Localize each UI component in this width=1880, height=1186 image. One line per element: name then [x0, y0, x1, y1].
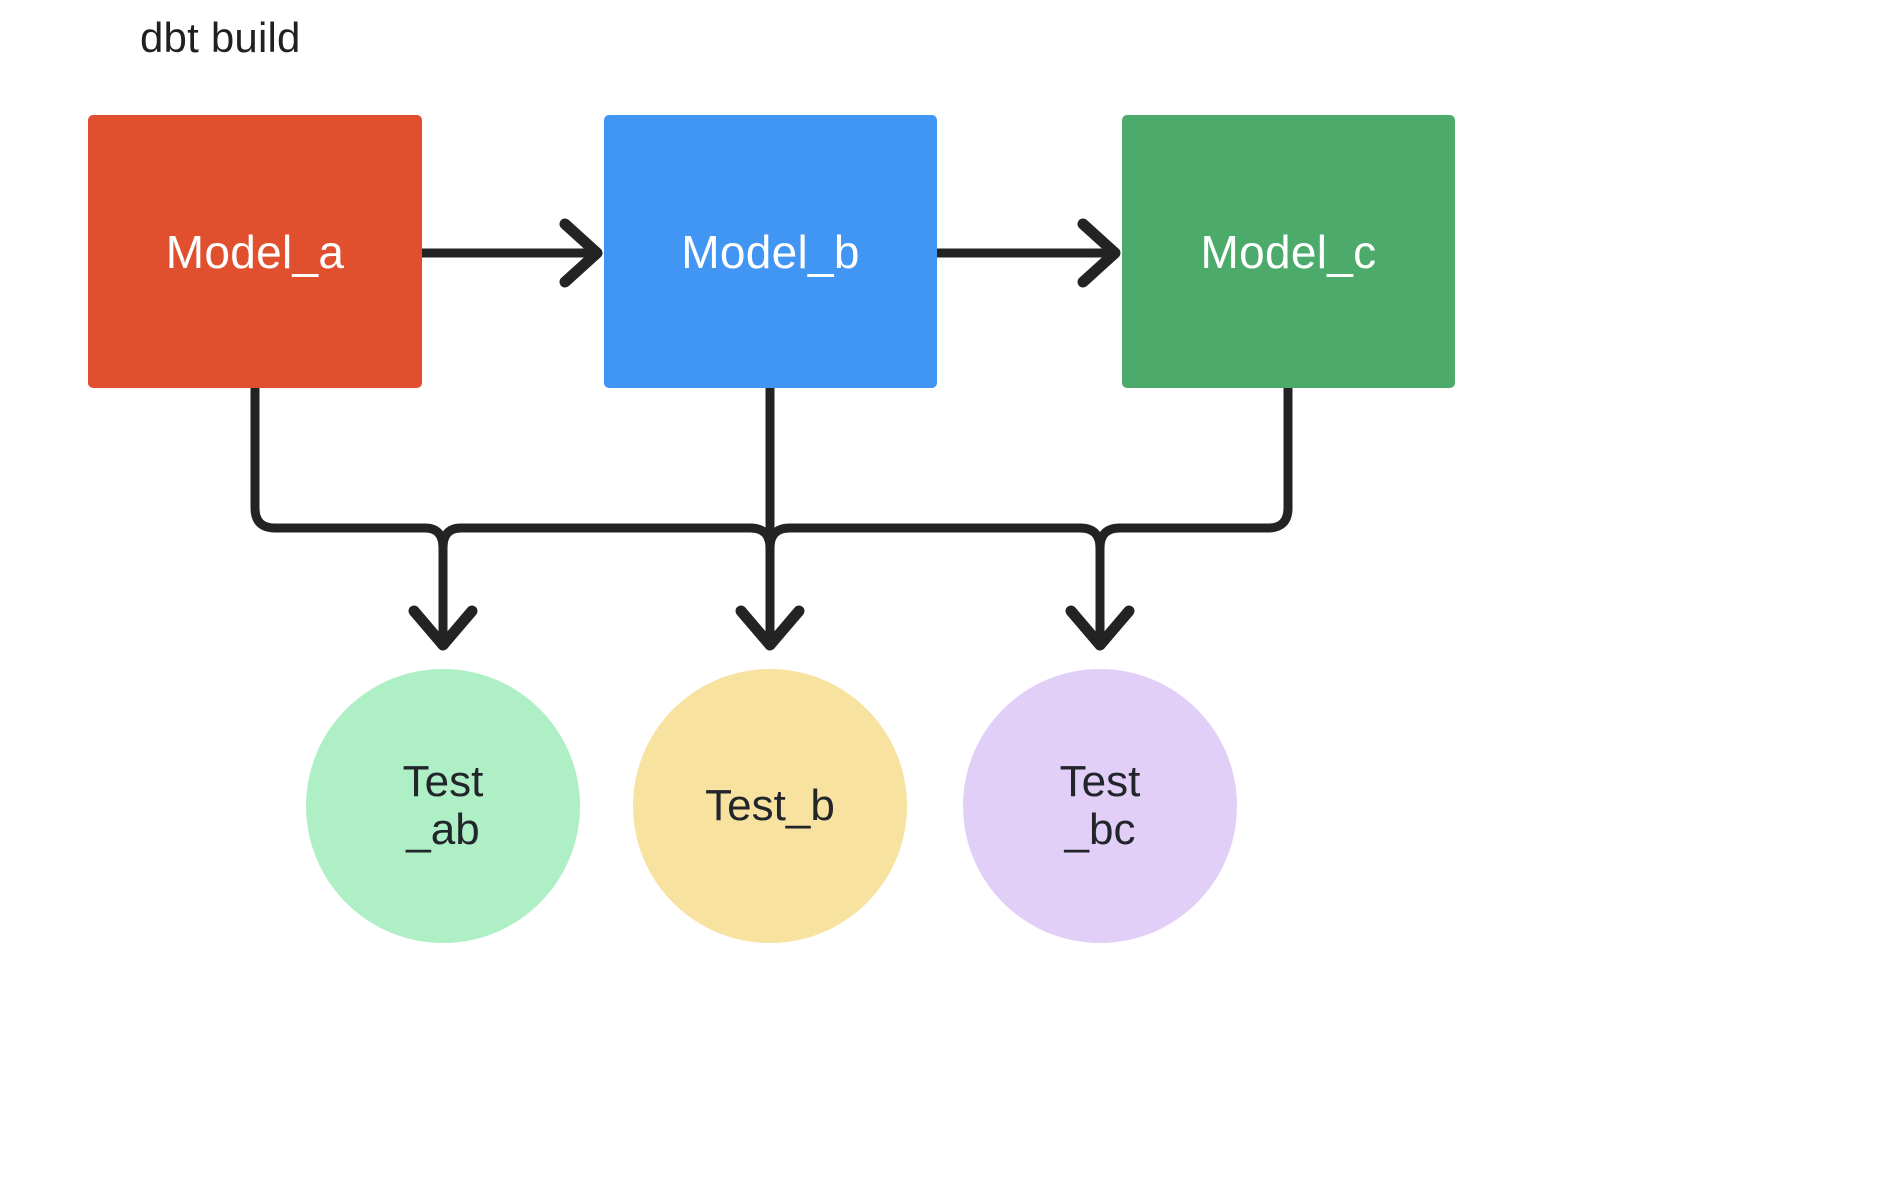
- diagram-title: dbt build: [140, 14, 301, 61]
- edge-model-c-to-bus: [1120, 388, 1293, 533]
- node-model-a-label: Model_a: [165, 225, 345, 278]
- edge-bus-to-test-ab: [408, 540, 478, 651]
- node-test-bc-label-line2: _bc: [1064, 805, 1136, 854]
- node-model-b-label: Model_b: [681, 225, 860, 278]
- edge-bus-left: [424, 523, 775, 549]
- node-model-c-label: Model_c: [1200, 225, 1377, 278]
- node-test-b[interactable]: Test_b: [633, 669, 907, 943]
- edge-bus-right: [765, 523, 1121, 549]
- edge-model-b-to-model-c: [937, 218, 1121, 288]
- node-model-a[interactable]: Model_a: [88, 115, 422, 388]
- node-model-b[interactable]: Model_b: [604, 115, 937, 388]
- edge-model-a-to-model-b: [422, 218, 603, 288]
- edge-model-b-to-test-b: [735, 388, 805, 651]
- node-test-ab-label-line1: Test: [402, 756, 484, 806]
- node-test-b-label-line1: Test_b: [705, 780, 835, 830]
- node-test-bc-label-line1: Test: [1059, 756, 1141, 806]
- node-test-ab-label-line2: _ab: [406, 805, 480, 854]
- node-test-ab[interactable]: Test _ab: [306, 669, 580, 943]
- node-model-c[interactable]: Model_c: [1122, 115, 1455, 388]
- node-test-bc[interactable]: Test _bc: [963, 669, 1237, 943]
- edge-model-a-to-bus: [250, 388, 425, 533]
- edge-bus-to-test-bc: [1065, 540, 1135, 651]
